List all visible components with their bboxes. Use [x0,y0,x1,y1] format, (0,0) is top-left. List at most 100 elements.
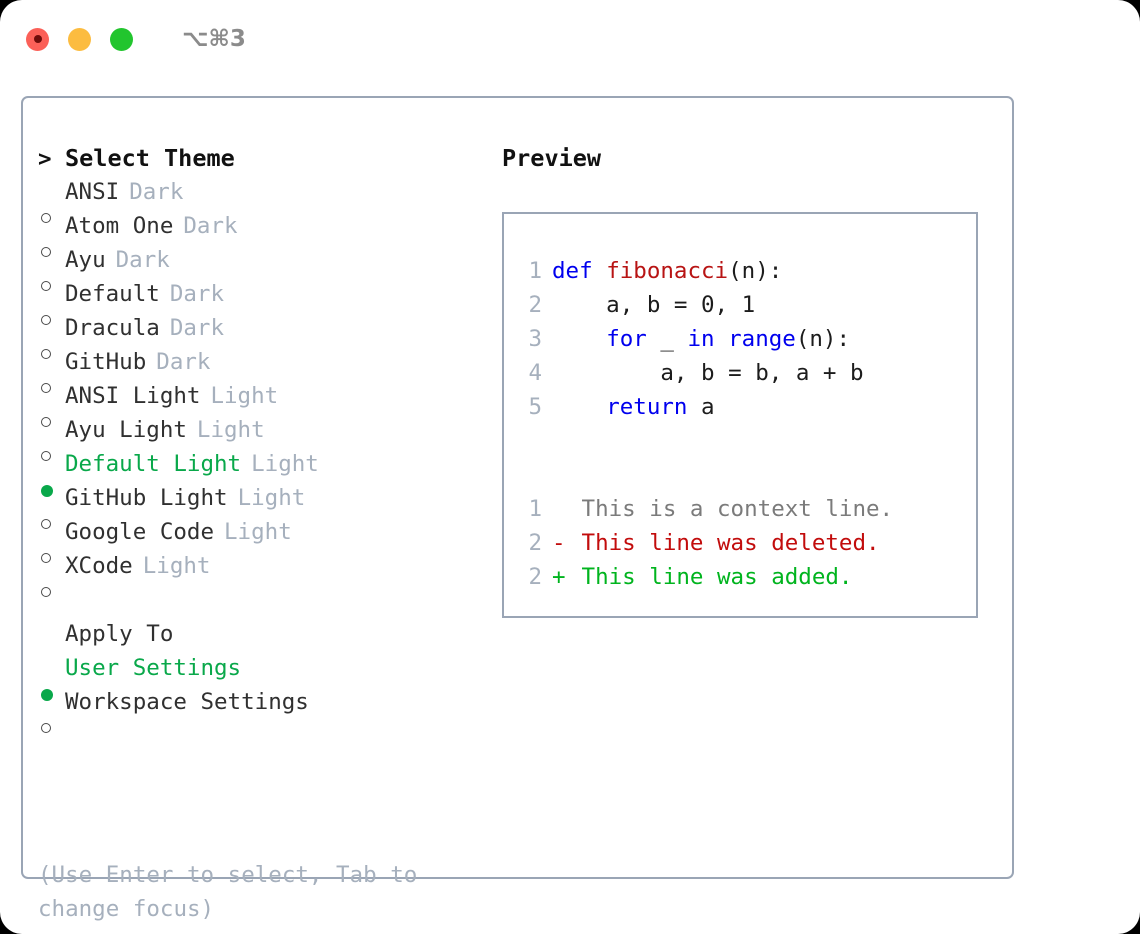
caret-icon: > [38,146,52,172]
code-token-keyword: def [552,258,607,284]
theme-label: ANSI [65,179,120,205]
theme-option-default-light[interactable]: Default Light Light [38,447,498,497]
theme-variant: Dark [183,213,238,239]
code-text: return a [552,390,715,424]
code-text: def fibonacci(n): [552,254,782,288]
apply-to-heading: Apply To [38,617,498,651]
line-number: 3 [528,326,542,352]
apply-to-option-user-settings[interactable]: User Settings [38,651,498,701]
theme-label: Dracula [65,315,160,341]
code-token-plain: _ [646,326,688,352]
code-token-keyword: in [687,326,715,352]
theme-variant: Dark [156,349,211,375]
apply-to-label: Apply To [65,621,174,647]
line-number: 2 [528,292,542,318]
minimize-button-icon[interactable] [68,27,91,51]
diff-sign [552,492,566,526]
line-number: 5 [528,394,542,420]
theme-label: Default Light [65,451,242,477]
code-line: 3 for _ in range(n): [516,322,970,356]
preview-panel: Preview 1 def fibonacci(n): 2 a, b = 0, … [502,141,1002,618]
theme-variant: Dark [115,247,170,273]
traffic-light-buttons [26,27,133,51]
theme-option-default-dark[interactable]: Default Dark [38,277,498,325]
code-text: a, b = b, a + b [552,356,864,390]
code-spacer [516,458,970,492]
theme-label: GitHub [65,349,147,375]
theme-variant: Dark [169,315,225,341]
theme-option-google-code[interactable]: Google Code Light [38,515,498,563]
theme-option-dracula-dark[interactable]: Dracula Dark [38,311,498,359]
code-token-keyword: return [606,394,688,420]
preview-box: 1 def fibonacci(n): 2 a, b = 0, 1 3 for … [502,212,978,618]
code-token-plain: a, b = 0, 1 [552,292,756,318]
apply-to-option-label: User Settings [65,655,242,681]
theme-label: Atom One [65,213,174,239]
apply-to-option-label: Workspace Settings [65,689,309,715]
code-token-plain [552,394,606,420]
theme-option-ayu-dark[interactable]: Ayu Dark [38,243,498,291]
code-token-keyword: range [728,326,796,352]
theme-option-github-light[interactable]: GitHub Light Light [38,481,498,529]
theme-label: Ayu Light [65,417,187,443]
theme-label: GitHub Light [65,485,228,511]
window-title: ⌥⌘3 [182,26,246,52]
theme-variant: Dark [169,281,225,307]
select-theme-heading: > Select Theme [38,141,498,175]
preview-code: 1 def fibonacci(n): 2 a, b = 0, 1 3 for … [516,254,970,594]
theme-variant: Light [224,519,292,545]
line-number: 1 [528,496,542,522]
line-number: 2 [528,530,542,556]
close-button-icon[interactable] [26,27,49,51]
theme-option-xcode[interactable]: XCode Light [38,549,498,597]
code-token-function: fibonacci [606,258,729,284]
theme-label: Google Code [65,519,215,545]
diff-line-added: 2 + This line was added. [516,560,970,594]
select-theme-label: Select Theme [65,144,235,172]
window-titlebar: ⌥⌘3 [0,0,1140,78]
code-line: 5 return a [516,390,970,424]
line-number: 4 [528,360,542,386]
theme-option-ansi-light[interactable]: ANSI Light Light [38,379,498,427]
theme-variant: Light [210,383,279,409]
theme-variant: Light [237,485,306,511]
theme-option-atom-one-dark[interactable]: Atom One Dark [38,209,498,257]
code-line: 4 a, b = b, a + b [516,356,970,390]
theme-option-ansi-dark[interactable]: ANSI Dark [38,175,498,223]
code-token-plain [715,326,729,352]
code-text: for _ in range(n): [552,322,850,356]
code-text: a, b = 0, 1 [552,288,755,322]
theme-selector-card: > Select Theme ANSI Dark Atom One Dark A… [21,96,1014,922]
diff-line-context: 1 This is a context line. [516,492,970,526]
code-token-keyword: for [606,326,647,352]
code-token-plain: a [687,394,715,420]
theme-label: Ayu [65,247,106,273]
code-token-plain [552,326,606,352]
diff-sign: - [552,530,566,556]
diff-text: This is a context line. [581,496,894,522]
theme-list-panel: > Select Theme ANSI Dark Atom One Dark A… [38,141,498,733]
theme-option-ayu-light[interactable]: Ayu Light Light [38,413,498,461]
diff-text: This line was added. [581,564,853,590]
theme-variant: Light [142,553,211,579]
diff-line-deleted: 2 - This line was deleted. [516,526,970,560]
zoom-button-icon[interactable] [110,27,133,51]
theme-variant: Light [251,451,319,477]
code-line: 1 def fibonacci(n): [516,254,970,288]
diff-text: This line was deleted. [581,530,880,556]
code-token-plain: (n): [795,326,851,352]
keyboard-hint-text: (Use Enter to select, Tab to change focu… [38,862,418,922]
code-token-plain: (n): [728,258,783,284]
theme-variant: Dark [129,179,184,205]
line-number: 1 [528,258,542,284]
code-token-plain: a, b = b, a + b [552,360,864,386]
theme-variant: Light [196,417,265,443]
theme-option-github-dark[interactable]: GitHub Dark [38,345,498,393]
theme-label: ANSI Light [65,383,201,409]
code-spacer [516,424,970,458]
theme-label: XCode [65,553,133,579]
preview-heading: Preview [502,144,602,172]
code-line: 2 a, b = 0, 1 [516,288,970,322]
apply-to-option-workspace-settings[interactable]: Workspace Settings [38,685,498,733]
